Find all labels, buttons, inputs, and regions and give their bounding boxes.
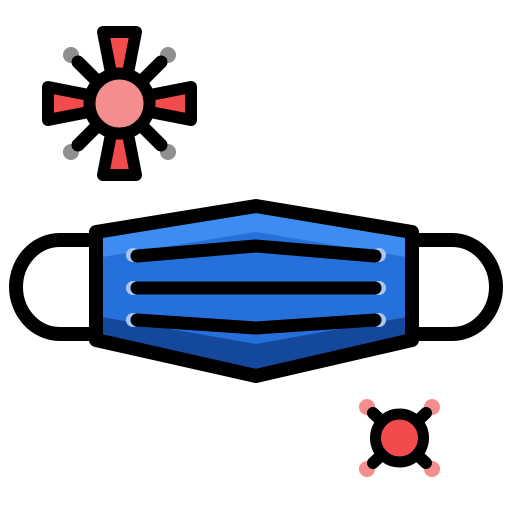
virus-icon [42,26,197,181]
left-ear-loop [9,233,100,341]
face-mask-icon [9,199,503,383]
virus-body [83,67,156,140]
right-ear-loop [412,233,503,341]
pleat-top [130,239,382,263]
mask-pleats [126,239,386,335]
virus-icon [359,399,440,477]
virus-body [370,408,429,468]
pleat-bottom [130,313,382,335]
mask-body-outline [89,199,419,383]
